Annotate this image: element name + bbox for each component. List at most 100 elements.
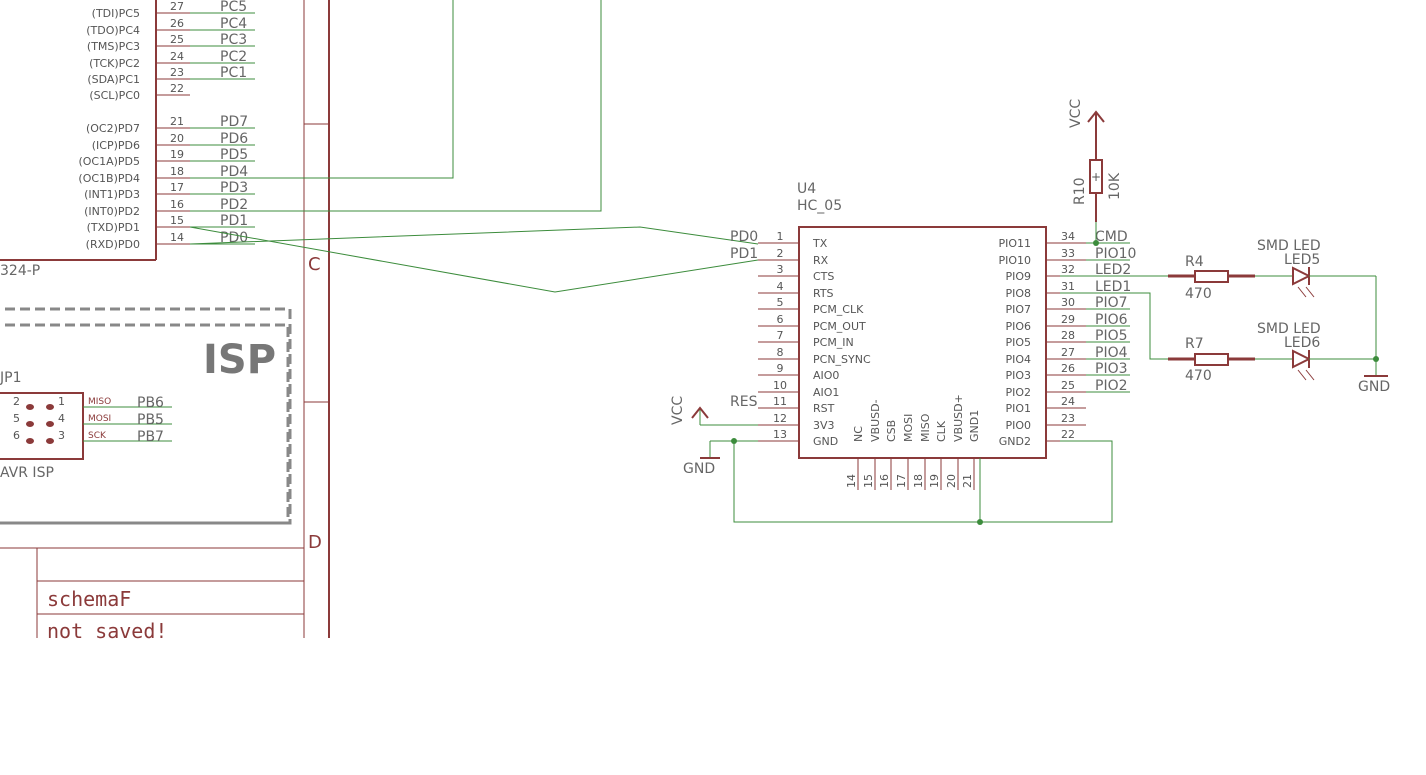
mcu-pin-function: (SCL)PC0 <box>89 89 140 102</box>
isp-pad <box>26 438 34 444</box>
bt-module-pins[interactable]: 1TXPD02RXPD13CTS4RTS5PCM_CLK6PCM_OUT7PCM… <box>730 229 1136 490</box>
mcu-pin[interactable]: 22(SCL)PC0 <box>89 82 190 102</box>
bt-net-label: PIO10 <box>1095 246 1136 262</box>
bt-pin-number: 33 <box>1061 247 1075 260</box>
led5-ref: LED5 <box>1284 252 1320 268</box>
mcu-pin-function: (SDA)PC1 <box>87 73 140 86</box>
bt-pin-number: 4 <box>777 280 784 293</box>
bt-pin-number: 34 <box>1061 230 1075 243</box>
bt-pin-function: PCM_IN <box>813 336 854 349</box>
mcu-pin-number: 27 <box>170 0 184 13</box>
bt-pin-function: PIO10 <box>998 254 1031 267</box>
bt-pin-number: 28 <box>1061 329 1075 342</box>
wire-pd4 <box>190 0 454 179</box>
bt-pin-function: PCM_CLK <box>813 303 864 316</box>
isp-pad <box>26 404 34 410</box>
bt-pin-number: 27 <box>1061 346 1075 359</box>
bt-pin-function: PIO11 <box>998 237 1031 250</box>
bt-pin-function: PIO5 <box>1005 336 1031 349</box>
frame-row-c: C <box>308 254 321 275</box>
isp-pin-number-right: 4 <box>58 412 65 425</box>
wire-pd2 <box>190 0 602 212</box>
bt-pin-number: 12 <box>773 412 787 425</box>
mcu-pin-function: (TMS)PC3 <box>87 40 140 53</box>
bt-pin-function: MOSI <box>902 414 915 442</box>
bt-pin-number: 19 <box>928 474 941 488</box>
bt-net-label: PD0 <box>730 229 758 245</box>
bt-pin-number: 26 <box>1061 362 1075 375</box>
bt-pin-number: 1 <box>777 230 784 243</box>
bt-pin-number: 15 <box>862 474 875 488</box>
bt-pin-number: 11 <box>773 395 787 408</box>
vcc-3v3 <box>691 406 758 426</box>
mcu-net-label: PD1 <box>220 213 248 229</box>
isp-signal-name: MOSI <box>88 414 111 424</box>
r10-resistor[interactable]: + <box>1087 110 1105 246</box>
r10-plus-marker: + <box>1091 170 1101 184</box>
bt-pin-number: 16 <box>878 474 891 488</box>
bt-net-label: PIO6 <box>1095 312 1128 328</box>
bt-net-label: LED2 <box>1095 262 1131 278</box>
sheet-frame: C D <box>0 0 330 638</box>
bt-pin-function: AIO1 <box>813 386 839 399</box>
bt-pin-number: 30 <box>1061 296 1075 309</box>
bt-pin-number: 18 <box>912 474 925 488</box>
mcu-net-label: PD2 <box>220 197 248 213</box>
mcu-net-label: PC4 <box>220 16 247 32</box>
isp-pad <box>46 438 54 444</box>
bt-pin-function: PIO2 <box>1005 386 1031 399</box>
mcu-net-label: PD0 <box>220 230 248 246</box>
isp-ref: JP1 <box>0 370 21 386</box>
mcu-net-label: PD4 <box>220 164 248 180</box>
bt-pin-function: RTS <box>813 287 834 300</box>
